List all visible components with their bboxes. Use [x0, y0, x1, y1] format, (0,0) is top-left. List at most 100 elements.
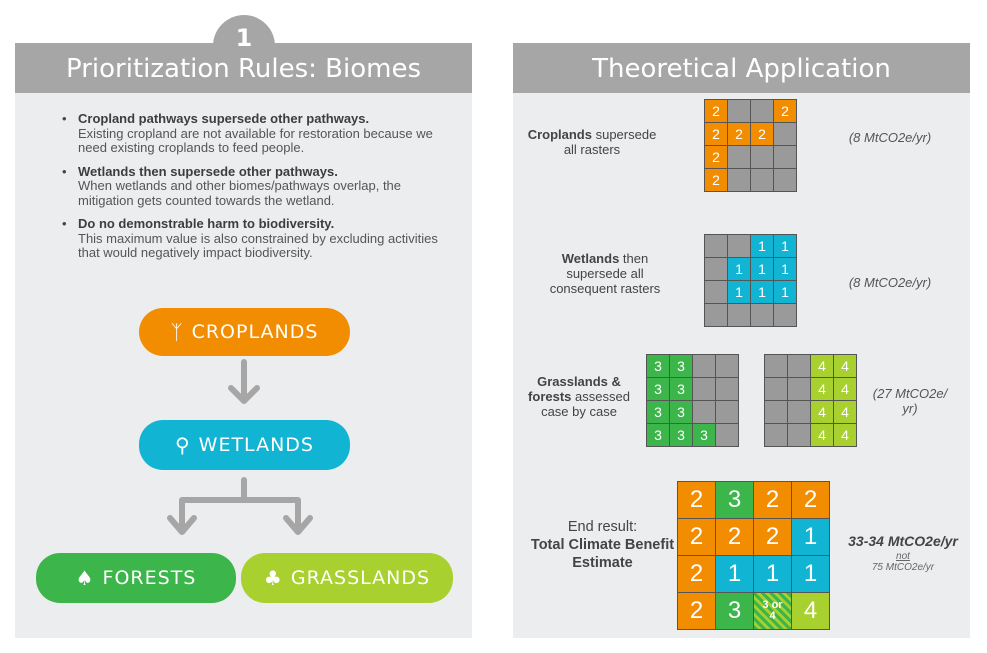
grid-cell: 1: [751, 281, 773, 303]
wetlands-pill: ⚲ WETLANDS: [139, 420, 350, 470]
grid-cell: [705, 235, 727, 257]
grid-cell: 1: [774, 281, 796, 303]
grid-cell: [728, 304, 750, 326]
grid-cell: 1: [728, 258, 750, 280]
grid-cell: 2: [754, 482, 791, 518]
not-label: not: [896, 551, 910, 562]
application-title: Theoretical Application: [592, 54, 891, 84]
application-header: [513, 43, 970, 93]
reed-icon: ⚲: [175, 433, 191, 457]
wetlands-step-text: then supersede all consequent rasters: [549, 251, 661, 296]
grid-cell: 2: [678, 593, 715, 629]
grid-cell: 1: [754, 556, 791, 592]
grid-cell: [693, 355, 715, 377]
grid-cell: 4: [811, 424, 833, 446]
bullet-dot: •: [62, 111, 67, 126]
alt-value: 75 MtCO2e/yr: [871, 562, 935, 573]
grid-cell: 1: [792, 556, 829, 592]
grasslands-label: GRASSLANDS: [290, 567, 431, 589]
grid-cell: [728, 235, 750, 257]
grid-cell: 1: [728, 281, 750, 303]
end-result-label: End result: Total Climate Benefit Estima…: [530, 518, 675, 572]
grass-forest-text: assessed case by case: [541, 389, 630, 419]
grid-cell: 3 or 4: [754, 593, 791, 629]
grid-cell: [774, 123, 796, 145]
tree-icon: ♠: [75, 566, 95, 590]
grid-cell: [705, 304, 727, 326]
grid-cell: [774, 169, 796, 191]
grid-cell: [765, 378, 787, 400]
croplands-label: CROPLANDS: [191, 321, 319, 343]
grid-cell: [716, 401, 738, 423]
grid-cell: 3: [716, 593, 753, 629]
grid-cell: 4: [811, 378, 833, 400]
grid-cell: 2: [678, 519, 715, 555]
grid-cell: [788, 378, 810, 400]
rule-item: • Cropland pathways supersede other path…: [62, 111, 452, 156]
grid-cell: 1: [751, 235, 773, 257]
grid-cell: [728, 169, 750, 191]
grid-cell: [774, 304, 796, 326]
grid-cell: [705, 281, 727, 303]
grid-cell: 3: [647, 401, 669, 423]
grid-cell: 1: [716, 556, 753, 592]
croplands-step-bold: Croplands: [527, 127, 592, 142]
rule-item: • Wetlands then supersede other pathways…: [62, 163, 452, 209]
arrow-croplands-to-wetlands: [228, 359, 260, 404]
grid-cell: [751, 304, 773, 326]
grid-cell: [774, 146, 796, 168]
number-badge: 1: [213, 15, 275, 71]
sprout-icon: ᛉ: [170, 320, 184, 344]
grid-cell: [693, 378, 715, 400]
grid-cell: [716, 378, 738, 400]
grid-cell: 1: [751, 258, 773, 280]
croplands-value: (8 MtCO2e/yr): [848, 130, 932, 145]
wetlands-step-label: Wetlands then supersede all consequent r…: [535, 251, 675, 296]
rule-text: When wetlands and other biomes/pathways …: [78, 178, 402, 208]
croplands-step-label: Croplands supersede all rasters: [522, 127, 662, 157]
grid-cell: 2: [716, 519, 753, 555]
grid-cell: 3: [716, 482, 753, 518]
grid-cell: 2: [751, 123, 773, 145]
grid-cell: [788, 424, 810, 446]
grid-cell: 1: [774, 258, 796, 280]
rule-title: Wetlands then supersede other pathways.: [78, 163, 338, 179]
grid-cell: 2: [705, 100, 727, 122]
grid-cell: [716, 355, 738, 377]
croplands-step-text: supersede all rasters: [563, 127, 657, 157]
forests-label: FORESTS: [102, 567, 197, 589]
grid-cell: [705, 258, 727, 280]
grid-cell: 2: [754, 519, 791, 555]
forests-pill: ♠ FORESTS: [36, 553, 236, 603]
rule-item: • Do no demonstrable harm to biodiversit…: [62, 216, 452, 261]
bullet-dot: •: [62, 216, 67, 231]
grid-cell: 3: [693, 424, 715, 446]
grass-forest-bold-2: forests: [528, 389, 572, 404]
grid-cell: [788, 401, 810, 423]
grid-cell: 3: [647, 424, 669, 446]
total-value: 33-34 MtCO2e/yr: [848, 533, 958, 549]
grid-cell: 4: [834, 401, 856, 423]
rule-title: Cropland pathways supersede other pathwa…: [78, 111, 370, 126]
grass-icon: ♣: [263, 566, 283, 590]
grid-cell: [693, 401, 715, 423]
grid-cell: [751, 100, 773, 122]
grass-forest-step-label: Grasslands & forests assessed case by ca…: [516, 374, 642, 419]
grid-cell: 2: [705, 169, 727, 191]
rule-text: This maximum value is also constrained b…: [78, 230, 438, 260]
grid-cell: 2: [678, 556, 715, 592]
grid-cell: 4: [834, 378, 856, 400]
grid-cell: 1: [792, 519, 829, 555]
grid-cell: 2: [774, 100, 796, 122]
grid-cell: [788, 355, 810, 377]
grid-cell: 3: [670, 401, 692, 423]
grid-cell: 3: [670, 355, 692, 377]
grass-forest-bold-1: Grasslands &: [537, 374, 621, 389]
grid-cell: [765, 355, 787, 377]
wetlands-label: WETLANDS: [198, 434, 314, 456]
